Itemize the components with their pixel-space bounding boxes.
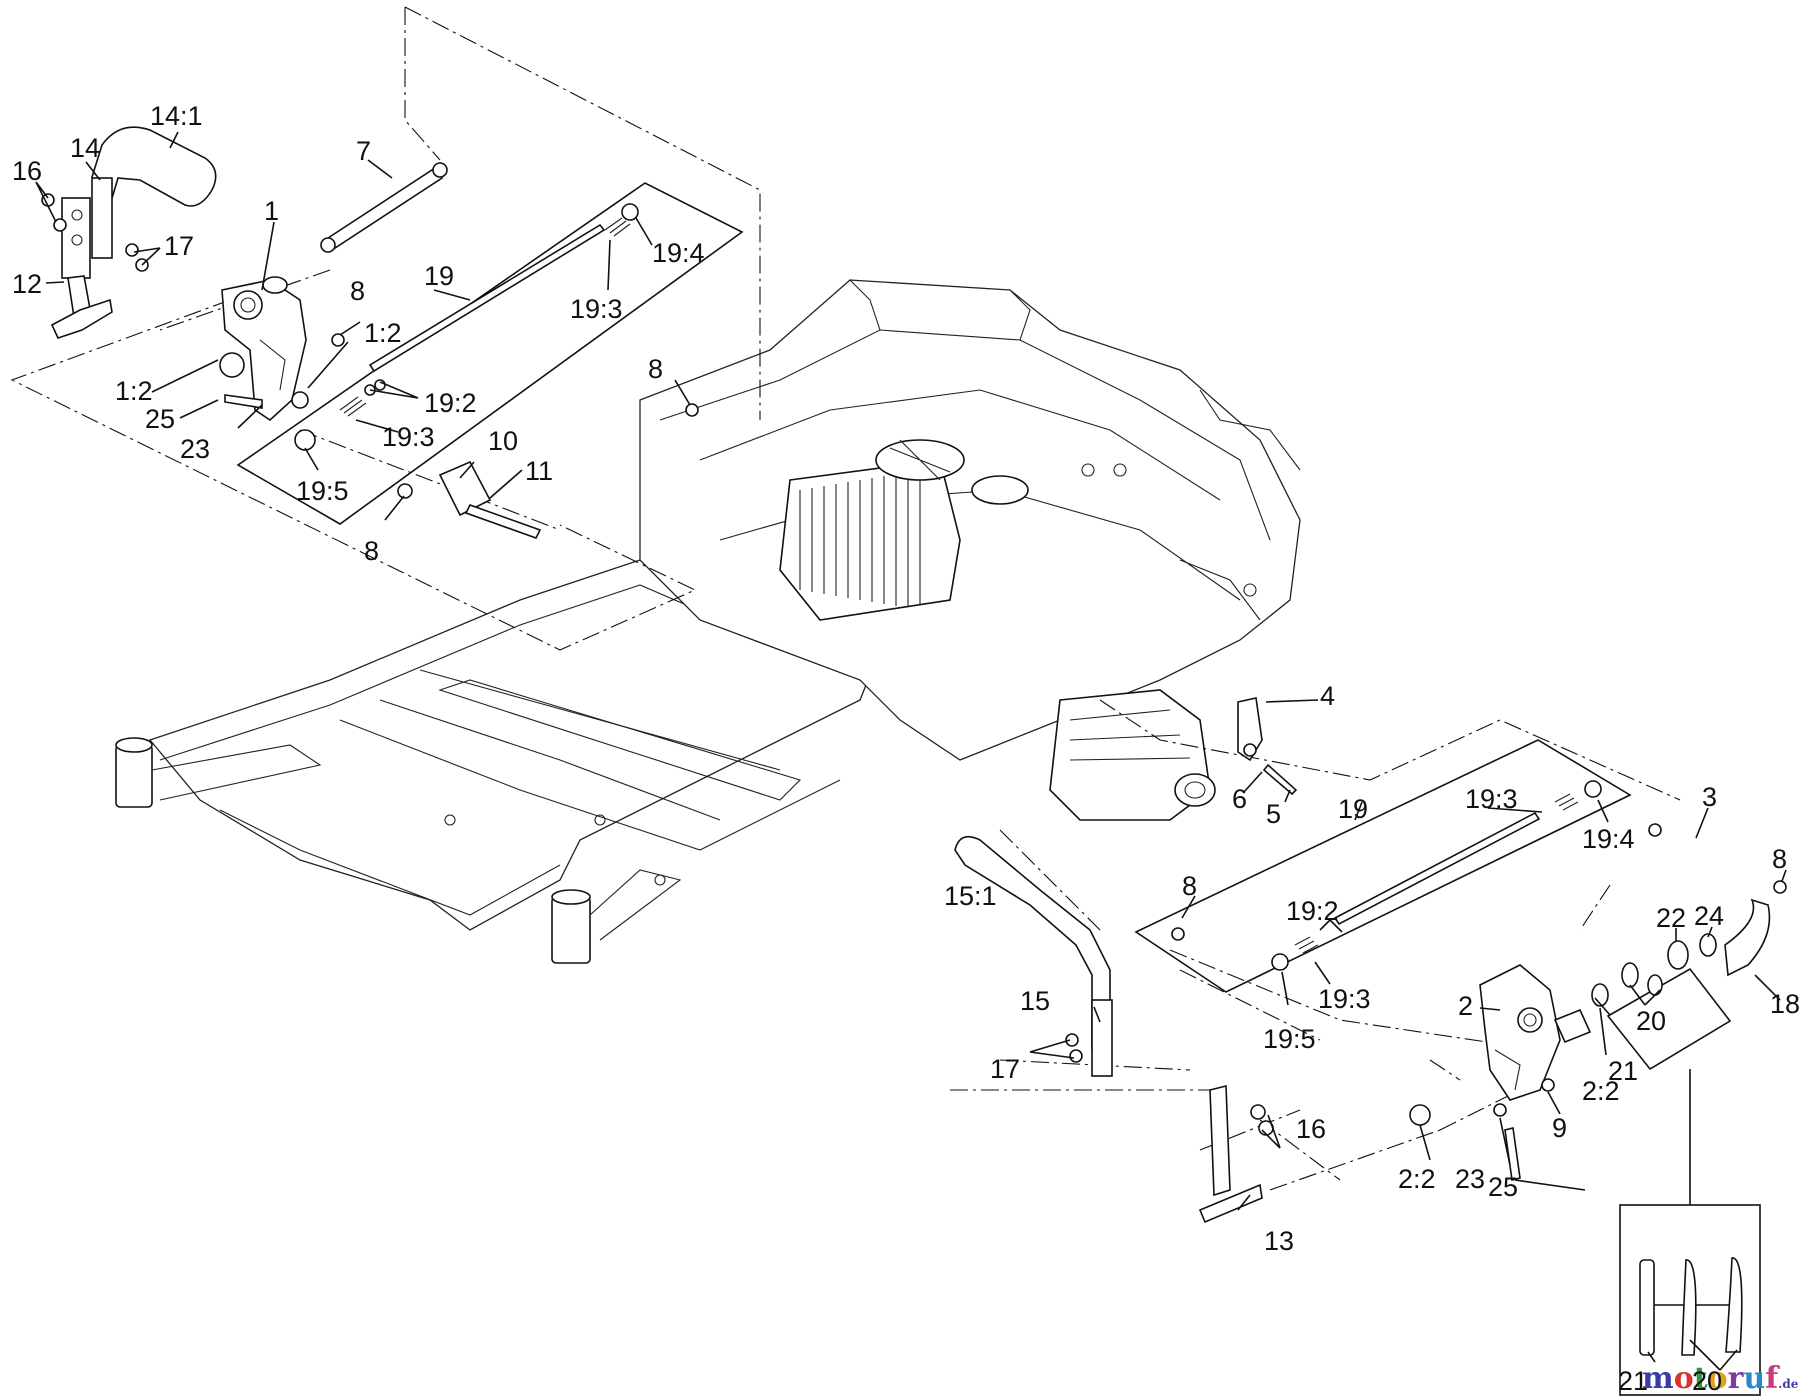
- rod-assembly-left: [294, 203, 699, 539]
- callout-19-3-c: 19:3: [1465, 784, 1518, 814]
- callout-8-d: 8: [1182, 871, 1197, 901]
- callout-23-left: 23: [180, 434, 210, 464]
- callout-8-a: 8: [350, 276, 365, 306]
- svg-text:motoruf.de: motoruf.de: [1642, 1361, 1799, 1396]
- callout-9: 9: [1552, 1113, 1567, 1143]
- pump-arm: [1237, 697, 1298, 796]
- callout-19-left: 19: [424, 261, 454, 291]
- callout-21-a: 21: [1608, 1056, 1638, 1086]
- callout-15-1: 15:1: [944, 881, 997, 911]
- control-mount-left: [219, 276, 345, 422]
- callout-24: 24: [1694, 901, 1724, 931]
- callout-16-right: 16: [1296, 1114, 1326, 1144]
- callout-2-2-a: 2:2: [1582, 1076, 1620, 1106]
- detail-washers: [1639, 1257, 1743, 1356]
- kit-box-19-left: [236, 182, 744, 525]
- watermark-logo: motoruf.de 20: [1642, 1361, 1799, 1396]
- callout-19-4-left: 19:4: [652, 238, 705, 268]
- callout-25-left: 25: [145, 404, 175, 434]
- callout-21-b: 21: [1618, 1366, 1648, 1396]
- control-lever-right: [954, 835, 1274, 1224]
- callout-19-2-right: 19:2: [1286, 896, 1339, 926]
- callout-3: 3: [1702, 782, 1717, 812]
- control-mount-right: [1409, 964, 1592, 1181]
- mower-frame: [115, 279, 1301, 964]
- callout-15: 15: [1020, 986, 1050, 1016]
- callout-11: 11: [525, 456, 553, 486]
- damper-7: [320, 162, 448, 253]
- rod-assembly-right: [1171, 780, 1662, 971]
- callout-2-2-b: 2:2: [1398, 1164, 1436, 1194]
- front-caster-left: [115, 737, 322, 808]
- callout-16-left: 16: [12, 156, 42, 186]
- hydro-pump: [1049, 689, 1216, 821]
- callout-1-2-a: 1:2: [364, 318, 402, 348]
- callout-7: 7: [356, 136, 371, 166]
- callout-8-b: 8: [364, 536, 379, 566]
- callout-25-right: 25: [1488, 1172, 1518, 1202]
- callout-18: 18: [1770, 989, 1800, 1019]
- callout-14-1: 14:1: [150, 101, 203, 131]
- callout-22: 22: [1656, 903, 1686, 933]
- callout-19-3-d: 19:3: [1318, 984, 1371, 1014]
- callout-10: 10: [488, 426, 518, 456]
- callout-4: 4: [1320, 681, 1335, 711]
- callout-12: 12: [12, 269, 42, 299]
- kit-box-19-right: [1134, 739, 1632, 993]
- callout-19-4-right: 19:4: [1582, 824, 1635, 854]
- callout-19-right: 19: [1338, 794, 1368, 824]
- callout-labels: 14:1 14 16 17 12 1 7 19 8 1:2 1:2 25 23 …: [12, 101, 1800, 1396]
- callout-23-right: 23: [1455, 1164, 1485, 1194]
- leader-lines: [35, 131, 1787, 1371]
- callout-19-5-left: 19:5: [296, 476, 349, 506]
- callout-5: 5: [1266, 799, 1281, 829]
- washer-stack: [1591, 880, 1787, 1007]
- callout-14: 14: [70, 133, 100, 163]
- callout-8-e: 8: [1772, 844, 1787, 874]
- callout-13: 13: [1264, 1226, 1294, 1256]
- callout-8-c: 8: [648, 354, 663, 384]
- callout-6: 6: [1232, 784, 1247, 814]
- front-caster-right: [551, 869, 682, 964]
- callout-19-5-right: 19:5: [1263, 1024, 1316, 1054]
- engine: [779, 439, 1029, 621]
- callout-20-b: 20: [1692, 1366, 1722, 1396]
- callout-1-2-b: 1:2: [115, 376, 153, 406]
- callout-2: 2: [1458, 991, 1473, 1021]
- callout-20-a: 20: [1636, 1006, 1666, 1036]
- callout-19-3-a: 19:3: [570, 294, 623, 324]
- callout-19-3-b: 19:3: [382, 422, 435, 452]
- callout-1: 1: [264, 196, 279, 226]
- callout-19-2-left: 19:2: [424, 388, 477, 418]
- callout-17-left: 17: [164, 231, 194, 261]
- callout-17-right: 17: [990, 1054, 1020, 1084]
